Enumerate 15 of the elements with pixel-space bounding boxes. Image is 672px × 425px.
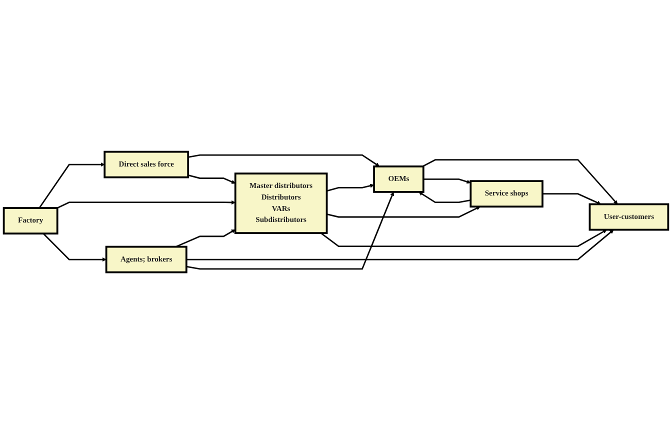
- arrow: [38, 162, 105, 209]
- arrow: [56, 200, 236, 210]
- arrow: [326, 184, 374, 192]
- arrow: [423, 178, 471, 184]
- arrow: [188, 154, 380, 168]
- arrow: [188, 175, 236, 184]
- arrow: [42, 234, 106, 262]
- arrow: [186, 230, 614, 261]
- arrow: [422, 160, 618, 205]
- arrow: [176, 230, 236, 248]
- arrow: [418, 192, 471, 204]
- arrow: [542, 194, 602, 206]
- arrow: [186, 192, 394, 270]
- arrow: [320, 230, 607, 248]
- arrow: [326, 206, 480, 218]
